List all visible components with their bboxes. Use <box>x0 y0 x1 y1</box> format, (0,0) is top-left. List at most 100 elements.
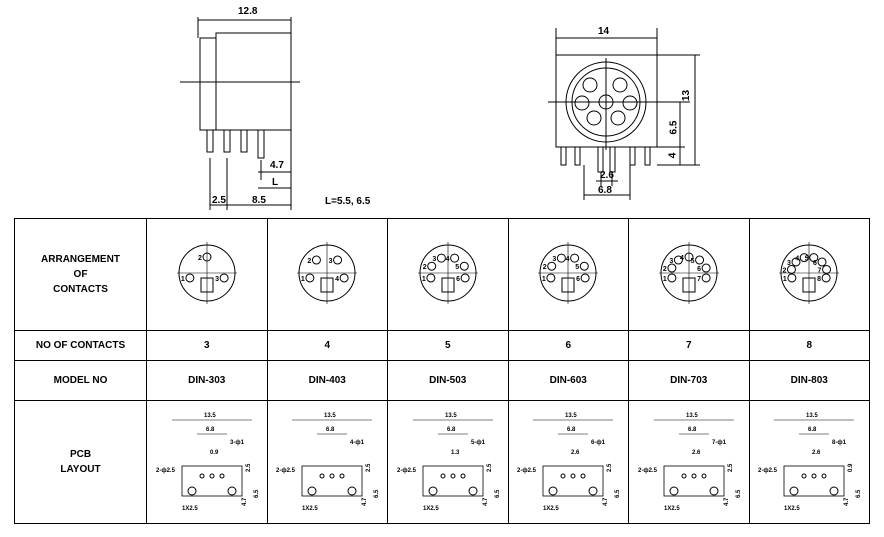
contact-pin-label: 7 <box>818 267 822 274</box>
key-slot <box>802 277 816 293</box>
pcb-contact-holes-label: 8-ф1 <box>832 439 847 446</box>
pcb-spacing-label: 1.3 <box>451 450 460 456</box>
front-width-label: 14 <box>598 26 610 37</box>
contact-hole <box>821 473 827 478</box>
contact-pin <box>305 273 315 283</box>
contact-pin <box>791 257 801 267</box>
pcb-mount-holes-label: 2-ф2.5 <box>156 467 176 474</box>
pcb-height-label: 6.5 <box>254 488 260 497</box>
contact-pin <box>787 264 797 274</box>
arrangement-header: ARRANGEMENT OF CONTACTS <box>14 218 147 331</box>
pcb-contact-holes-label: 6-ф1 <box>591 439 606 446</box>
contact-pin-label: 1 <box>422 276 426 283</box>
pcb-base-label: 4.7 <box>362 496 368 505</box>
pcb-mid-label: 6.8 <box>447 427 456 433</box>
board-outline <box>783 465 845 496</box>
contact-hole <box>580 473 586 478</box>
contact-pin-label: 3 <box>669 258 673 265</box>
contact-pin <box>219 273 229 283</box>
contact-pin <box>817 257 827 267</box>
contact-pin-label: 3 <box>329 258 333 265</box>
contact-hole <box>681 473 687 478</box>
pcb-spacing-label: 0.9 <box>210 450 219 456</box>
board-outline <box>663 465 725 496</box>
mount-hole <box>548 486 558 495</box>
pcb-offset-label: 2.5 <box>487 462 493 471</box>
contact-pin <box>701 263 711 273</box>
contact-hole <box>339 473 345 478</box>
contact-pin-label: 1 <box>301 276 305 283</box>
contact-hole <box>440 473 446 478</box>
contact-pin-label: 6 <box>697 266 701 273</box>
contact-pin-label: 8 <box>817 276 821 283</box>
contact-pin <box>339 273 349 283</box>
board-outline <box>542 465 604 496</box>
front-base-label: 4 <box>667 152 679 159</box>
model-header: MODEL NO <box>14 360 147 401</box>
contact-pin <box>312 255 322 265</box>
contact-pin <box>701 273 711 283</box>
contact-pin-label: 2 <box>543 264 547 271</box>
contact-pin-label: 5 <box>455 264 459 271</box>
contact-pin <box>185 273 195 283</box>
contact-pin <box>546 273 556 283</box>
mount-hole <box>468 486 478 495</box>
pcb-offset-label: 2.5 <box>246 462 252 471</box>
contact-pin <box>667 273 677 283</box>
mount-hole <box>187 486 197 495</box>
contacts-value: 7 <box>628 330 750 361</box>
contact-pin-label: 4 <box>445 256 449 263</box>
pcb-width-label: 13.5 <box>324 413 336 419</box>
contacts-row: NO OF CONTACTS 3 4 5 6 7 8 <box>14 330 870 361</box>
contact-pin <box>570 253 580 263</box>
contact-pin <box>684 252 694 262</box>
board-outline <box>181 465 243 496</box>
contact-pin-label: 3 <box>432 256 436 263</box>
pcb-mid-label: 6.8 <box>326 427 335 433</box>
contact-pin <box>333 255 343 265</box>
pcb-width-label: 13.5 <box>806 413 818 419</box>
pcb-bottom-label: 1X2.5 <box>182 506 198 512</box>
contacts-value: 5 <box>387 330 509 361</box>
pcb-contact-holes-label: 5-ф1 <box>471 439 486 446</box>
mount-hole <box>588 486 598 495</box>
pcb-mid-label: 6.8 <box>688 427 697 433</box>
contact-hole <box>560 473 566 478</box>
mount-hole <box>227 486 237 495</box>
contact-pin <box>580 273 590 283</box>
contact-pin-label: 5 <box>805 256 809 263</box>
mount-hole <box>428 486 438 495</box>
contact-pin <box>667 263 677 273</box>
contact-pin <box>787 273 797 283</box>
board-outline <box>422 465 484 496</box>
contacts-header: NO OF CONTACTS <box>14 330 147 361</box>
pcb-base-label: 4.7 <box>724 496 730 505</box>
contact-pin-label: 1 <box>783 276 787 283</box>
model-value: DIN-503 <box>387 360 509 401</box>
mount-hole <box>789 486 799 495</box>
pcb-bottom-label: 1X2.5 <box>302 506 318 512</box>
contact-pin-label: 1 <box>542 276 546 283</box>
mount-hole <box>669 486 679 495</box>
pcb-spacing-label: 2.6 <box>812 450 821 456</box>
drawing-lines <box>180 17 700 210</box>
model-value: DIN-403 <box>266 360 388 401</box>
model-row: MODEL NO DIN-303 DIN-403 DIN-503 DIN-603… <box>14 360 870 401</box>
pcb-base-label: 4.7 <box>483 496 489 505</box>
contact-pin-label: 3 <box>553 256 557 263</box>
contact-hole <box>319 473 325 478</box>
mount-hole <box>829 486 839 495</box>
contact-pin <box>821 273 831 283</box>
